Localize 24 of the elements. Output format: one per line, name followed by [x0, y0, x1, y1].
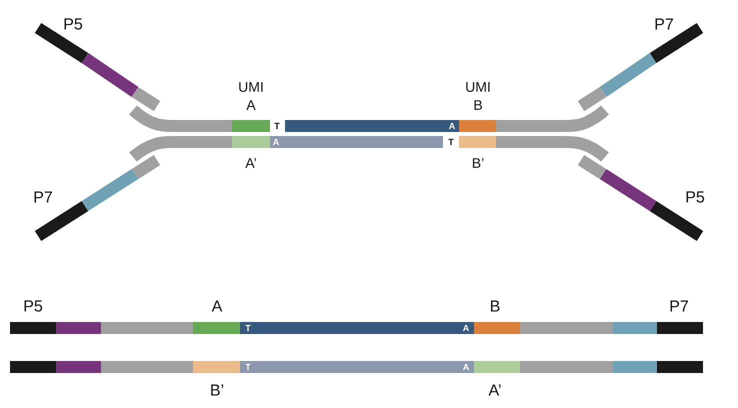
base-letter: T: [245, 364, 251, 370]
strand-label: A: [212, 300, 222, 312]
strand-label: B: [474, 100, 482, 110]
strand-label: A’: [245, 158, 256, 168]
strand-label: UMI: [466, 82, 490, 92]
strand-label: B: [491, 300, 500, 312]
base-letter: A: [448, 122, 456, 130]
strand-label: B’: [472, 158, 484, 168]
strand-label: B’: [211, 384, 224, 396]
strand-label: UMI: [239, 82, 263, 92]
base-letter: A: [462, 324, 470, 332]
strand-label: P5: [24, 300, 42, 312]
strand-label: A’: [488, 384, 501, 396]
strand-label: P5: [64, 18, 82, 30]
base-letter: T: [448, 138, 454, 146]
strand-label: P7: [656, 18, 673, 30]
strand-label: A: [246, 100, 256, 110]
base-letter: A: [462, 364, 470, 370]
base-letter: A: [272, 138, 280, 146]
base-letter: T: [245, 324, 251, 332]
strand-label: P7: [34, 192, 52, 202]
strand-label: P7: [670, 300, 688, 312]
base-letter: T: [274, 122, 280, 130]
strand-label: P5: [686, 191, 704, 203]
